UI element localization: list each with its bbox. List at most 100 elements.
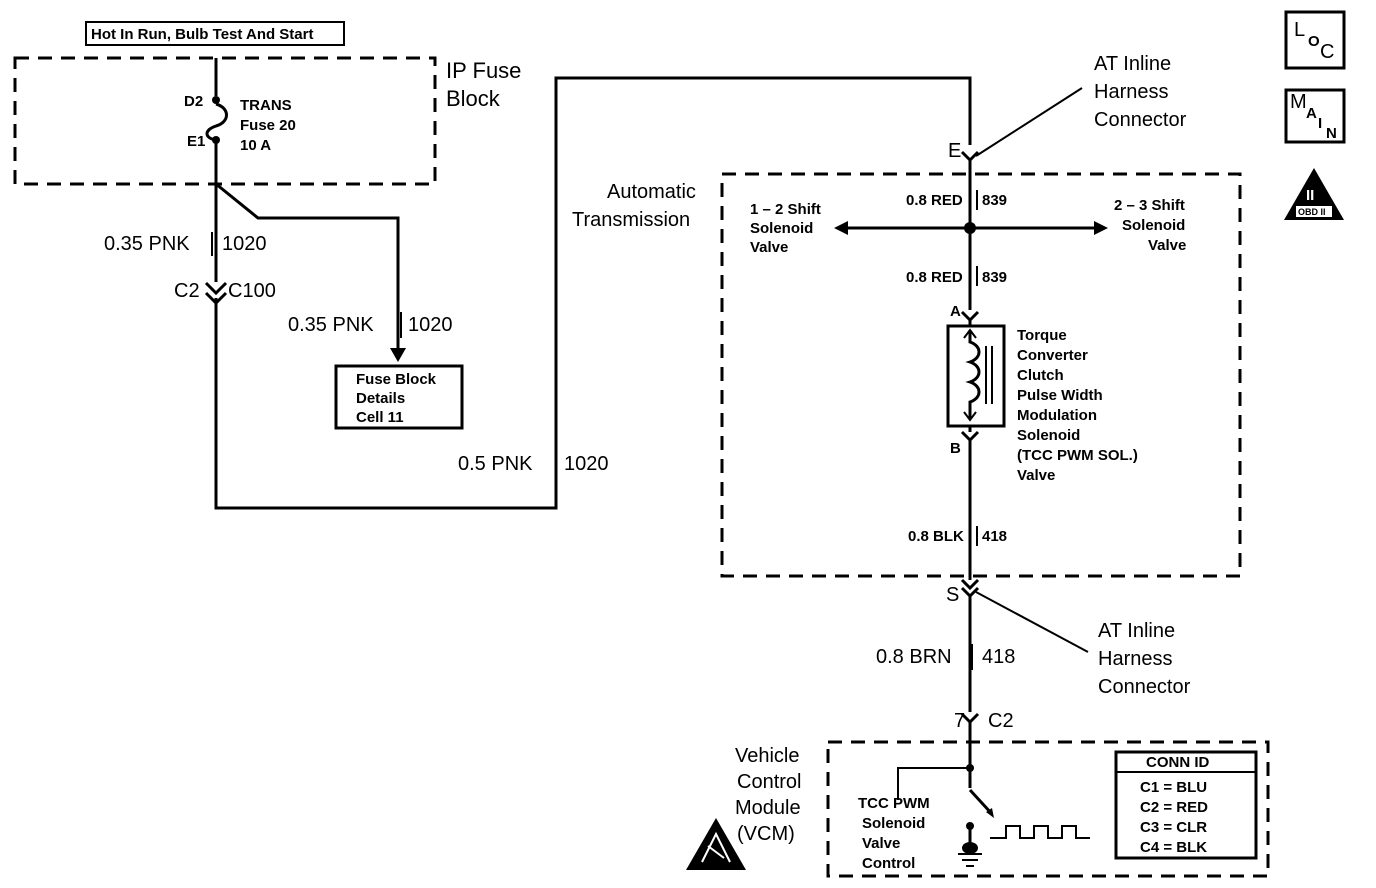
fuse-details-line-2: Details [356, 390, 405, 407]
conn-id-row-2: C3 = CLR [1140, 819, 1207, 836]
wire-label-red-upper: 0.8 RED [906, 192, 963, 209]
main-icon-n: N [1326, 125, 1337, 142]
tcc-label-2: Clutch [1017, 367, 1064, 384]
fuse-details-line-1: Fuse Block [356, 371, 437, 388]
vcm-label-3: (VCM) [737, 823, 795, 845]
obd-ii-icon[interactable]: II OBD II [1284, 168, 1344, 220]
wire-circuit-red-upper: 839 [982, 192, 1007, 209]
fuse-details-line-3: Cell 11 [356, 409, 404, 426]
fuse-rating: 10 A [240, 137, 271, 154]
tcc-label-0: Torque [1017, 327, 1067, 344]
obd-icon-bottom: OBD II [1298, 207, 1326, 217]
shift-23-line-2: Solenoid [1122, 217, 1185, 234]
wire-circuit-pnk-main: 1020 [222, 233, 267, 255]
fuse-symbol [205, 102, 228, 142]
tcc-control-2: Valve [862, 835, 900, 852]
at-inline-top-1: AT Inline [1094, 53, 1171, 75]
connector-c100: C100 [228, 280, 276, 302]
loc-icon[interactable]: L O C [1284, 10, 1346, 70]
connector-c2-left: C2 [174, 280, 200, 302]
loc-icon-c: C [1320, 41, 1334, 63]
control-lead [897, 767, 970, 800]
at-inline-top-2: Harness [1094, 81, 1168, 103]
fuse-pin-d2: D2 [184, 93, 203, 110]
tcc-label-5: Solenoid [1017, 427, 1080, 444]
pwm-waveform [990, 825, 1090, 839]
pnk-1020-wire [214, 76, 972, 510]
wire-circuit-pnk-riser: 1020 [564, 453, 609, 475]
tcc-label-4: Modulation [1017, 407, 1097, 424]
tcc-label-6: (TCC PWM SOL.) [1017, 447, 1138, 464]
solenoid-coil [965, 330, 981, 418]
tcc-label-7: Valve [1017, 467, 1055, 484]
wire-label-brn: 0.8 BRN [876, 646, 952, 668]
conn-id-header: CONN ID [1146, 754, 1210, 771]
wire-label-blk: 0.8 BLK [908, 528, 964, 545]
shift-23-line-3: Valve [1148, 237, 1186, 254]
conn-id-row-0: C1 = BLU [1140, 779, 1207, 796]
wire-circuit-brn: 418 [982, 646, 1015, 668]
ground-symbol [958, 853, 982, 867]
at-inline-bottom-leader [975, 591, 1089, 653]
fuse-name: TRANS [240, 97, 292, 114]
connector-pin-s: S [946, 584, 959, 606]
arrow-to-23-shift [1094, 221, 1108, 235]
vcm-label-0: Vehicle [735, 745, 800, 767]
automatic-transmission-label-1: Automatic [607, 181, 696, 203]
conn-id-table [1114, 750, 1258, 860]
ip-fuse-block-label-2: Block [446, 86, 501, 111]
fuse-pin-e1: E1 [187, 133, 205, 150]
switch-contact [968, 788, 994, 816]
wire-label-pnk-main: 0.35 PNK [104, 233, 190, 255]
tcc-control-1: Solenoid [862, 815, 925, 832]
fuse-block-details-box [334, 364, 464, 430]
wire-label-pnk-branch: 0.35 PNK [288, 314, 374, 336]
at-inline-top-leader [975, 87, 1083, 157]
fuse-number: Fuse 20 [240, 117, 296, 134]
tcc-control-0: TCC PWM [858, 795, 930, 812]
connector-pin-b: B [950, 440, 961, 457]
main-icon-i: I [1318, 115, 1322, 132]
shift-12-line-1: 1 – 2 Shift [750, 201, 821, 218]
automatic-transmission-box [720, 172, 1242, 578]
wire-circuit-blk: 418 [982, 528, 1007, 545]
tcc-label-1: Converter [1017, 347, 1088, 364]
title-box [85, 21, 345, 46]
arrow-to-fuse-details [390, 348, 406, 362]
title-text: Hot In Run, Bulb Test And Start [91, 26, 313, 43]
vcm-box [826, 740, 1270, 878]
at-inline-bottom-2: Harness [1098, 648, 1172, 670]
loc-icon-o: O [1308, 33, 1320, 50]
connector-e-symbol [960, 150, 980, 163]
main-icon-m: M [1290, 91, 1307, 113]
automatic-transmission-label-2: Transmission [572, 209, 690, 231]
ip-fuse-block-label-1: IP Fuse [446, 58, 521, 83]
at-inline-top-3: Connector [1094, 109, 1187, 131]
main-icon[interactable]: M A I N [1284, 88, 1346, 144]
c2-c100-connector-top [204, 281, 228, 296]
wire-circuit-pnk-branch: 1020 [408, 314, 453, 336]
main-icon-a: A [1306, 105, 1317, 122]
pnk-branch-wire [215, 182, 400, 352]
conn-id-row-1: C2 = RED [1140, 799, 1208, 816]
wire-label-red-lower: 0.8 RED [906, 269, 963, 286]
at-inline-bottom-3: Connector [1098, 676, 1191, 698]
conn-id-row-3: C4 = BLK [1140, 839, 1207, 856]
connector-pin-7: 7 [954, 710, 965, 732]
wire-label-pnk-riser: 0.5 PNK [458, 453, 533, 475]
connector-b-symbol [960, 430, 980, 443]
arrow-to-12-shift [834, 221, 848, 235]
esd-warning-icon [686, 818, 746, 870]
connector-pin-a: A [950, 303, 961, 320]
connector-c2-vcm: C2 [988, 710, 1014, 732]
tcc-label-3: Pulse Width [1017, 387, 1103, 404]
obd-icon-top: II [1306, 187, 1314, 204]
shift-23-line-1: 2 – 3 Shift [1114, 197, 1185, 214]
connector-pin-e: E [948, 140, 961, 162]
connector-a-symbol [960, 310, 980, 323]
shift-12-line-3: Valve [750, 239, 788, 256]
tcc-control-3: Control [862, 855, 915, 872]
tcc-solenoid-box [946, 324, 1006, 428]
fuse-terminal-top [212, 96, 220, 104]
